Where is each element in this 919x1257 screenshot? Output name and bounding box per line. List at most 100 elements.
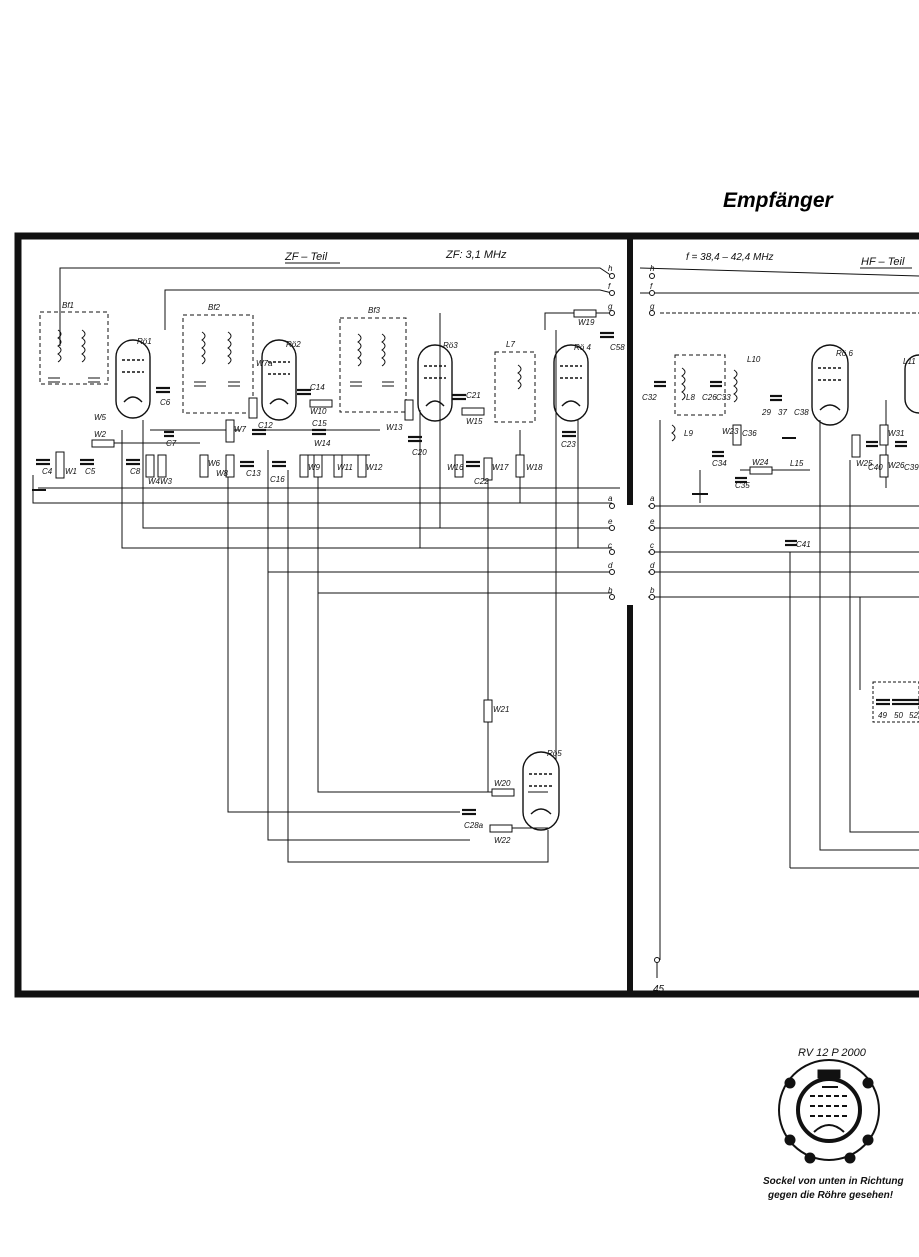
label-c8: C8 — [130, 467, 141, 476]
label-c21: C21 — [466, 391, 481, 400]
label-c13: C13 — [246, 469, 261, 478]
label-ro4: Rö 4 — [574, 343, 591, 352]
label-w31: W31 — [888, 429, 904, 438]
label-w21: W21 — [493, 705, 509, 714]
label-w18: W18 — [526, 463, 543, 472]
tube-socket-diagram — [778, 1059, 880, 1161]
label-w16: W16 — [447, 463, 464, 472]
label-w9: W9 — [308, 463, 321, 472]
terminal-g-right: g — [650, 302, 655, 311]
coil-l10 — [733, 369, 738, 403]
label-w22: W22 — [494, 836, 511, 845]
pin-45-label: 45 — [653, 984, 665, 995]
label-c58: C58 — [610, 343, 625, 352]
label-l10: L10 — [747, 355, 761, 364]
terminal-letters: h h f f g g a a e e c c d d b b — [608, 264, 655, 595]
coil-l8 — [674, 354, 726, 416]
component-labels: Bf1 Bf2 Bf3 Rö1 Rö2 Rö3 Rö 4 Rö5 Rö 6 L7… — [42, 301, 919, 845]
terminal-a-right: a — [650, 494, 655, 503]
label-c50: 50 — [894, 711, 903, 720]
label-w11: W11 — [337, 463, 353, 472]
socket-caption-line1: Sockel von unten in Richtung — [763, 1176, 904, 1187]
terminal-e-left: e — [608, 517, 613, 526]
label-w4: W4 — [148, 477, 161, 486]
label-w7: W7 — [234, 425, 247, 434]
zf-section-label: ZF – Teil — [284, 251, 328, 263]
label-l11: L11 — [903, 357, 916, 366]
label-l15: L15 — [790, 459, 804, 468]
terminal-e-right: e — [650, 517, 655, 526]
label-c34: C34 — [712, 459, 727, 468]
terminal-b-right: b — [650, 586, 655, 595]
label-l8: L8 — [686, 393, 695, 402]
label-bf2: Bf2 — [208, 303, 221, 312]
label-ro6: Rö 6 — [836, 349, 853, 358]
label-w5: W5 — [94, 413, 107, 422]
label-c39: C39 — [904, 463, 919, 472]
socket-pins — [784, 1077, 874, 1164]
tube-ro1 — [115, 339, 151, 419]
label-w19: W19 — [578, 318, 595, 327]
label-l9: L9 — [684, 429, 693, 438]
tube-partial-right — [904, 354, 919, 414]
label-c26: C26 — [702, 393, 717, 402]
coil-l7 — [494, 351, 536, 423]
label-c14: C14 — [310, 383, 325, 392]
label-w1: W1 — [65, 467, 77, 476]
label-c33: C33 — [716, 393, 731, 402]
label-w17: W17 — [492, 463, 509, 472]
label-w13: W13 — [386, 423, 403, 432]
frame-gap — [626, 505, 634, 605]
tube-ro4 — [553, 344, 589, 422]
capacitor-symbols — [36, 331, 919, 816]
socket-tube-type: RV 12 P 2000 — [798, 1047, 867, 1059]
label-c52: 52 — [909, 711, 918, 720]
label-w7a: W7a — [256, 359, 273, 368]
label-ro3: Rö3 — [443, 341, 458, 350]
label-c4: C4 — [42, 467, 53, 476]
zf-frequency-label: ZF: 3,1 MHz — [445, 249, 507, 261]
trimmer-group-box — [872, 681, 919, 723]
page-title: Empfänger — [723, 189, 835, 212]
label-c5: C5 — [85, 467, 96, 476]
label-w23: W23 — [722, 427, 739, 436]
label-c28a: C28a — [464, 821, 484, 830]
coil-l9 — [671, 424, 676, 442]
label-c38: C38 — [794, 408, 809, 417]
bandfilter-bf2 — [182, 314, 254, 414]
label-c12: C12 — [258, 421, 273, 430]
label-c23: C23 — [561, 440, 576, 449]
terminal-connectors — [609, 273, 655, 600]
terminal-f-left: f — [608, 282, 611, 291]
label-w26: W26 — [888, 461, 905, 470]
ground-symbols — [32, 437, 796, 495]
label-c29: 29 — [761, 408, 771, 417]
label-bf1: Bf1 — [62, 301, 74, 310]
label-c6: C6 — [160, 398, 171, 407]
terminal-b-left: b — [608, 586, 613, 595]
bandfilter-bf1 — [39, 311, 109, 385]
hf-section-label: HF – Teil — [861, 256, 905, 268]
label-c16: C16 — [270, 475, 285, 484]
label-c22: C22 — [474, 477, 489, 486]
label-w2: W2 — [94, 430, 107, 439]
terminal-c-right: c — [650, 541, 654, 550]
terminal-h-left: h — [608, 264, 613, 273]
terminal-h-right: h — [650, 264, 655, 273]
label-c7: C7 — [166, 439, 177, 448]
wiring — [32, 267, 919, 960]
label-w20: W20 — [494, 779, 511, 788]
label-c15: C15 — [312, 419, 327, 428]
terminal-c-left: c — [608, 541, 612, 550]
schematic-frame — [14, 232, 919, 998]
label-w6: W6 — [208, 459, 221, 468]
label-bf3: Bf3 — [368, 306, 381, 315]
label-w10: W10 — [310, 407, 327, 416]
resistor-symbols — [55, 309, 889, 833]
label-w25: W25 — [856, 459, 873, 468]
pin-45-lead — [654, 957, 660, 978]
label-ro5: Rö5 — [547, 749, 562, 758]
label-c37: 37 — [778, 408, 787, 417]
label-w8: W8 — [216, 469, 229, 478]
